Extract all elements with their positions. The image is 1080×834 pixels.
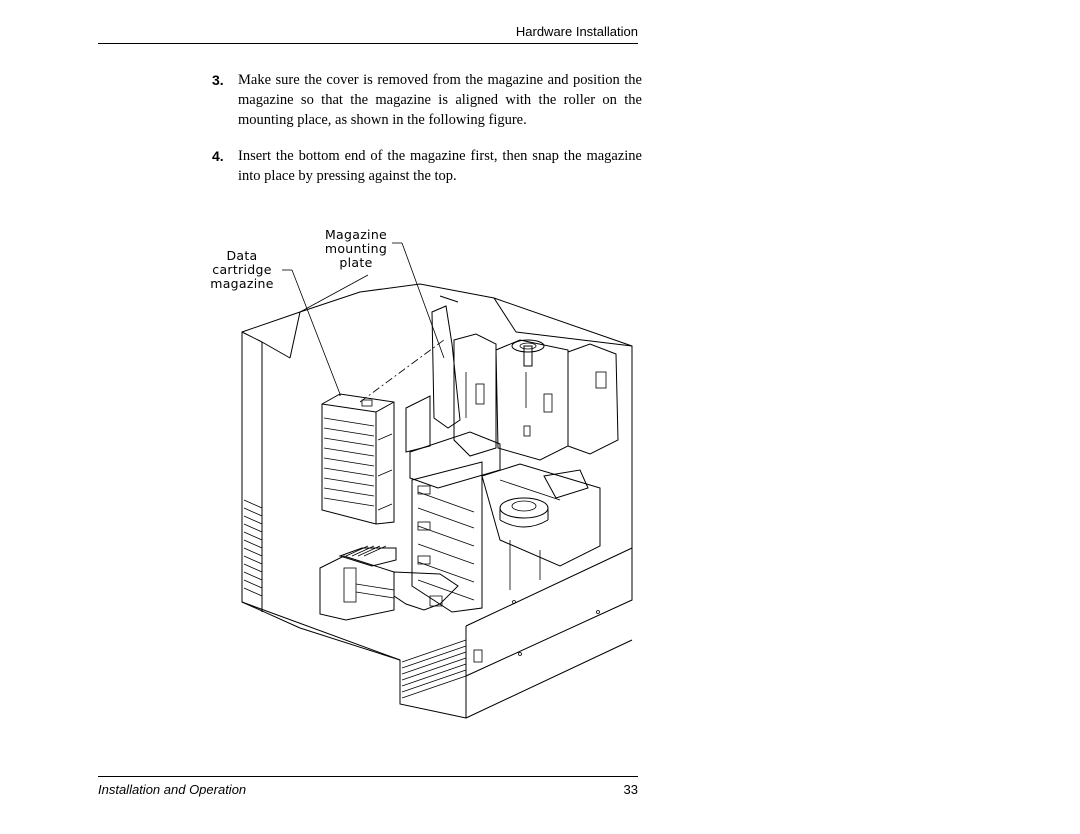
running-header: Hardware Installation	[515, 24, 638, 39]
callout-data-cartridge-magazine: Data cartridge magazine	[204, 249, 280, 291]
step-text: Make sure the cover is removed from the …	[238, 72, 642, 128]
data-cartridge-magazine	[321, 393, 395, 525]
callout-line: plate	[339, 255, 373, 270]
step-number: 3.	[212, 72, 224, 88]
drive-units	[405, 395, 601, 656]
front-vents	[401, 639, 483, 699]
step-text: Insert the bottom end of the magazine fi…	[238, 148, 642, 184]
footer-manual-title: Installation and Operation	[98, 782, 247, 797]
cable-connector-assembly	[319, 545, 459, 621]
callout-line: Magazine	[324, 227, 388, 242]
page-number: 33	[623, 782, 638, 797]
footer-rule	[98, 776, 638, 777]
magazine-mounting-plate	[431, 295, 633, 461]
chassis-body	[241, 283, 633, 719]
alignment-line	[359, 339, 445, 403]
callout-magazine-mounting-plate: Magazine mounting plate	[318, 228, 394, 270]
callout-line: Data	[226, 248, 258, 263]
callout-line: magazine	[210, 276, 274, 291]
step-4: 4. Insert the bottom end of the magazine…	[212, 146, 642, 186]
hardware-illustration	[241, 242, 633, 719]
callout-line: mounting	[324, 241, 388, 256]
side-vents	[243, 499, 263, 597]
step-number: 4.	[212, 148, 224, 164]
callout-line: cartridge	[212, 262, 272, 277]
callout-leaders	[282, 242, 445, 395]
step-3: 3. Make sure the cover is removed from t…	[212, 70, 642, 130]
header-rule	[98, 43, 638, 44]
